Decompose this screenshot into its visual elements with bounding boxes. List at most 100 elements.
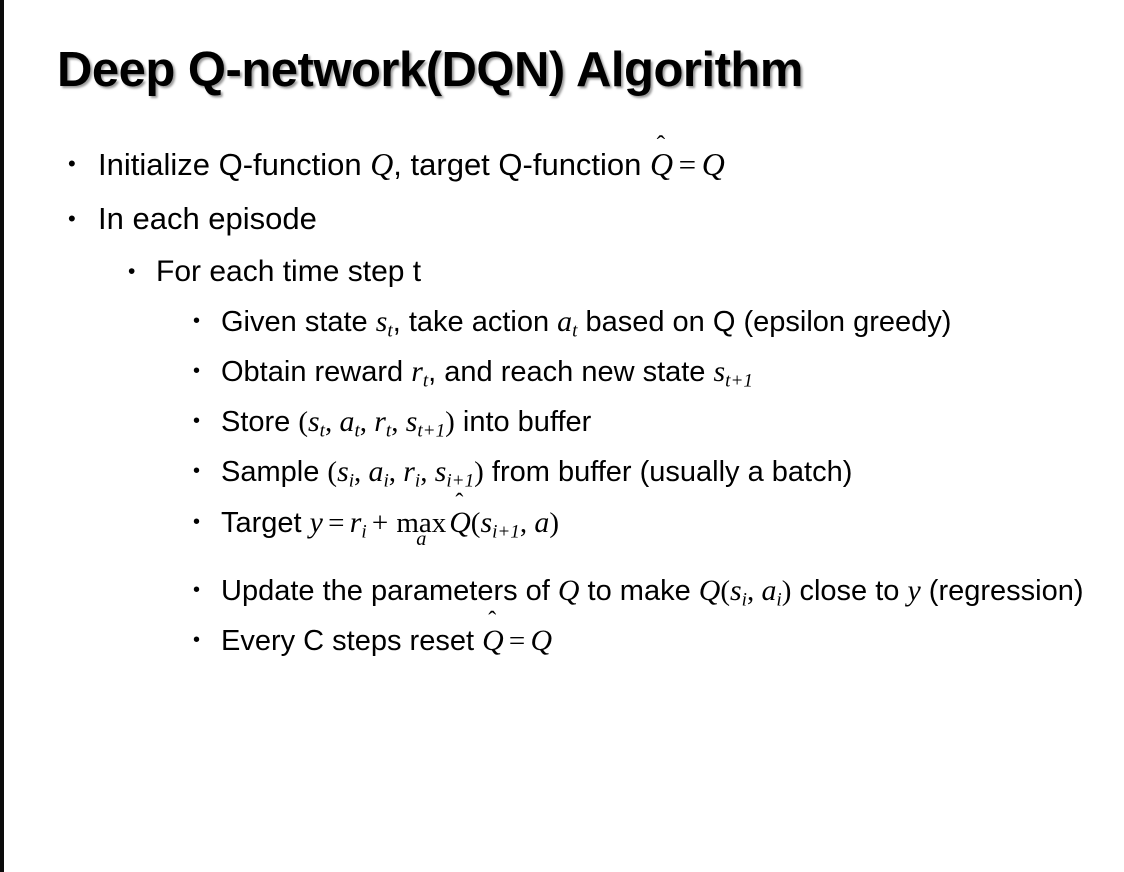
math-sub-i: i — [741, 589, 747, 611]
math-sub-t: t — [422, 370, 429, 392]
comma-1: , — [325, 406, 340, 439]
math-var-s: s — [713, 355, 726, 388]
math-equals: = — [508, 624, 526, 657]
math-var-r: r — [349, 505, 362, 539]
bullet-glyph: • — [193, 510, 201, 533]
list-item-initialize: • Initialize Q-function Q, target Q-func… — [0, 132, 1124, 186]
math-sub-i-2: i — [776, 589, 782, 611]
math-var-q: Q — [530, 623, 553, 657]
math-sub-t: t — [319, 420, 325, 442]
math-sub-i-plus-1: i+1 — [492, 521, 520, 543]
math-sub-t-2: t — [572, 320, 578, 342]
store-text-1: Store — [221, 406, 299, 439]
comma-2: , — [388, 456, 404, 489]
bullet-glyph: • — [193, 460, 201, 483]
math-var-y: y — [907, 573, 921, 607]
math-var-q: Q — [370, 147, 394, 182]
math-sub-i: i — [348, 471, 355, 493]
paren-open: ( — [327, 456, 338, 489]
bullet-glyph: • — [193, 578, 201, 601]
math-plus: + — [371, 506, 389, 539]
list-item-text: Update the parameters of Q to make Q(si,… — [221, 571, 1094, 613]
obtain-reward-text-2: , and reach new state — [428, 356, 714, 388]
sample-text-1: Sample — [221, 456, 328, 489]
math-var-q-hat-base: Q — [650, 147, 674, 182]
math-var-a: a — [761, 573, 777, 607]
math-var-q: Q — [557, 573, 580, 607]
math-sub-i-2: i — [383, 471, 389, 493]
given-state-text-2: , take action — [392, 305, 558, 338]
math-equals: = — [328, 506, 345, 539]
math-var-a: a — [557, 304, 573, 338]
math-var-s: s — [308, 405, 320, 439]
store-text-2: into buffer — [454, 406, 592, 439]
initialize-text-1: Initialize Q-function — [98, 147, 371, 182]
list-item-obtain-reward: • Obtain reward rt, and reach new state … — [0, 352, 1124, 394]
sample-text-2: from buffer (usually a batch) — [483, 456, 853, 489]
list-item-text: Store (st, at, rt, st+1) into buffer — [221, 402, 1094, 444]
list-item-store: • Store (st, at, rt, st+1) into buffer — [0, 402, 1124, 444]
comma: , — [519, 506, 535, 539]
math-sub-t-2: t — [354, 420, 360, 442]
comma-1: , — [354, 456, 369, 489]
paren-close: ) — [474, 456, 484, 489]
list-item-text: Given state st, take action at based on … — [221, 302, 1094, 344]
math-var-s: s — [375, 304, 388, 338]
list-item-text: Sample (si, ai, ri, si+1) from buffer (u… — [221, 452, 1094, 494]
list-item-episode: • In each episode — [0, 199, 1124, 239]
math-max-underscript: a — [416, 528, 427, 551]
comma-3: , — [391, 406, 406, 439]
math-var-q-2: Q — [701, 147, 725, 182]
math-var-r: r — [403, 455, 415, 489]
update-text-4: (regression) — [920, 574, 1084, 607]
comma: , — [746, 574, 762, 607]
math-var-s: s — [480, 505, 493, 539]
update-text-3: close to — [791, 574, 908, 607]
math-equals: = — [678, 147, 697, 182]
paren-open: ( — [720, 574, 731, 607]
paren-close: ) — [781, 574, 792, 607]
math-var-a: a — [339, 405, 355, 439]
math-var-r: r — [411, 355, 423, 388]
page-title: Deep Q-network(DQN) Algorithm — [57, 43, 803, 97]
given-state-text-3: based on Q (epsilon greedy) — [577, 305, 952, 338]
math-sub-t: t — [387, 320, 393, 342]
given-state-text-1: Given state — [221, 305, 376, 338]
list-item-sample: • Sample (si, ai, ri, si+1) from buffer … — [0, 452, 1124, 494]
paren-close: ) — [549, 506, 559, 539]
bullet-glyph: • — [193, 410, 201, 433]
comma-2: , — [359, 406, 375, 439]
math-var-a: a — [534, 505, 550, 539]
math-var-r: r — [374, 405, 386, 439]
math-var-s-2: s — [434, 455, 447, 489]
math-var-s-2: s — [405, 405, 418, 439]
paren-close: ) — [445, 406, 455, 439]
list-item-timestep: • For each time step t — [0, 252, 1124, 291]
list-item-update: • Update the parameters of Q to make Q(s… — [0, 571, 1124, 613]
math-sub-i: i — [361, 521, 367, 543]
list-item-text: Obtain reward rt, and reach new state st… — [221, 352, 1094, 394]
math-var-s: s — [730, 573, 742, 607]
math-var-q-2: Q — [698, 573, 721, 607]
bullet-glyph: • — [193, 628, 201, 651]
math-sub-t-plus-1: t+1 — [725, 370, 753, 392]
math-var-s: s — [337, 455, 349, 489]
math-sub-i-3: i — [414, 471, 421, 493]
update-text-1: Update the parameters of — [221, 574, 558, 607]
math-sub-t-3: t — [385, 420, 392, 442]
comma-3: , — [420, 456, 435, 489]
bullet-glyph: • — [193, 360, 201, 382]
math-sub-i-plus-1: i+1 — [446, 471, 475, 493]
math-max-label: max — [396, 506, 447, 539]
list-item-text: For each time step t — [156, 254, 422, 288]
left-edge-bar — [0, 0, 4, 872]
